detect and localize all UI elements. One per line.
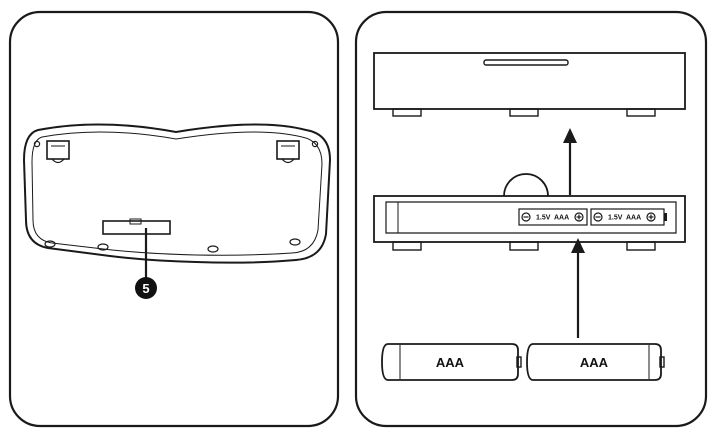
finger-notch — [503, 173, 549, 197]
slot-type: AAA — [554, 215, 569, 222]
callout-number: 5 — [142, 281, 149, 296]
screw-hole — [33, 140, 41, 148]
keyboard-outline — [22, 123, 332, 264]
tilt-foot-left — [46, 140, 70, 164]
battery-label: AAA — [580, 355, 609, 370]
rubber-pad — [97, 243, 109, 251]
left-panel: 5 — [8, 10, 340, 428]
rubber-pad — [44, 240, 56, 248]
left-panel-frame — [8, 10, 340, 428]
plus-terminal-icon — [646, 212, 656, 222]
keyboard-bottom — [22, 123, 332, 264]
tilt-foot-right — [276, 140, 300, 164]
battery-door — [102, 218, 171, 235]
battery-slot: 1.5V AAA — [518, 208, 588, 226]
plus-terminal-icon — [574, 212, 584, 222]
battery-slot: 1.5V AAA — [590, 208, 667, 226]
battery-compartment: 1.5V AAA 1.5V AAA — [373, 195, 686, 251]
tray-foot — [509, 241, 539, 251]
cover-latch — [483, 59, 569, 66]
keyboard-inner-contour — [31, 131, 323, 256]
callout-badge — [135, 277, 157, 299]
right-panel: 1.5V AAA 1.5V AAA — [354, 10, 708, 428]
battery-terminal — [516, 356, 522, 368]
battery-terminal — [659, 356, 665, 368]
slot-voltage: 1.5V — [536, 215, 551, 222]
minus-terminal-icon — [521, 212, 531, 222]
tray-foot — [626, 241, 656, 251]
cover-tab — [626, 108, 656, 117]
minus-terminal-icon — [593, 212, 603, 222]
slot-voltage: 1.5V — [608, 215, 623, 222]
aaa-battery: AAA — [526, 343, 665, 381]
right-panel-frame — [354, 10, 708, 428]
rubber-pad — [207, 245, 219, 253]
cover-tab — [509, 108, 539, 117]
aaa-battery: AAA — [381, 343, 522, 381]
insert-batteries-arrow — [571, 238, 585, 338]
battery-label: AAA — [436, 355, 465, 370]
slot-type: AAA — [626, 215, 641, 222]
cover-tab — [392, 108, 422, 117]
tray-foot — [392, 241, 422, 251]
screw-hole — [311, 140, 319, 148]
battery-cover — [373, 52, 686, 117]
rubber-pad — [289, 238, 301, 246]
remove-cover-arrow — [563, 128, 577, 195]
